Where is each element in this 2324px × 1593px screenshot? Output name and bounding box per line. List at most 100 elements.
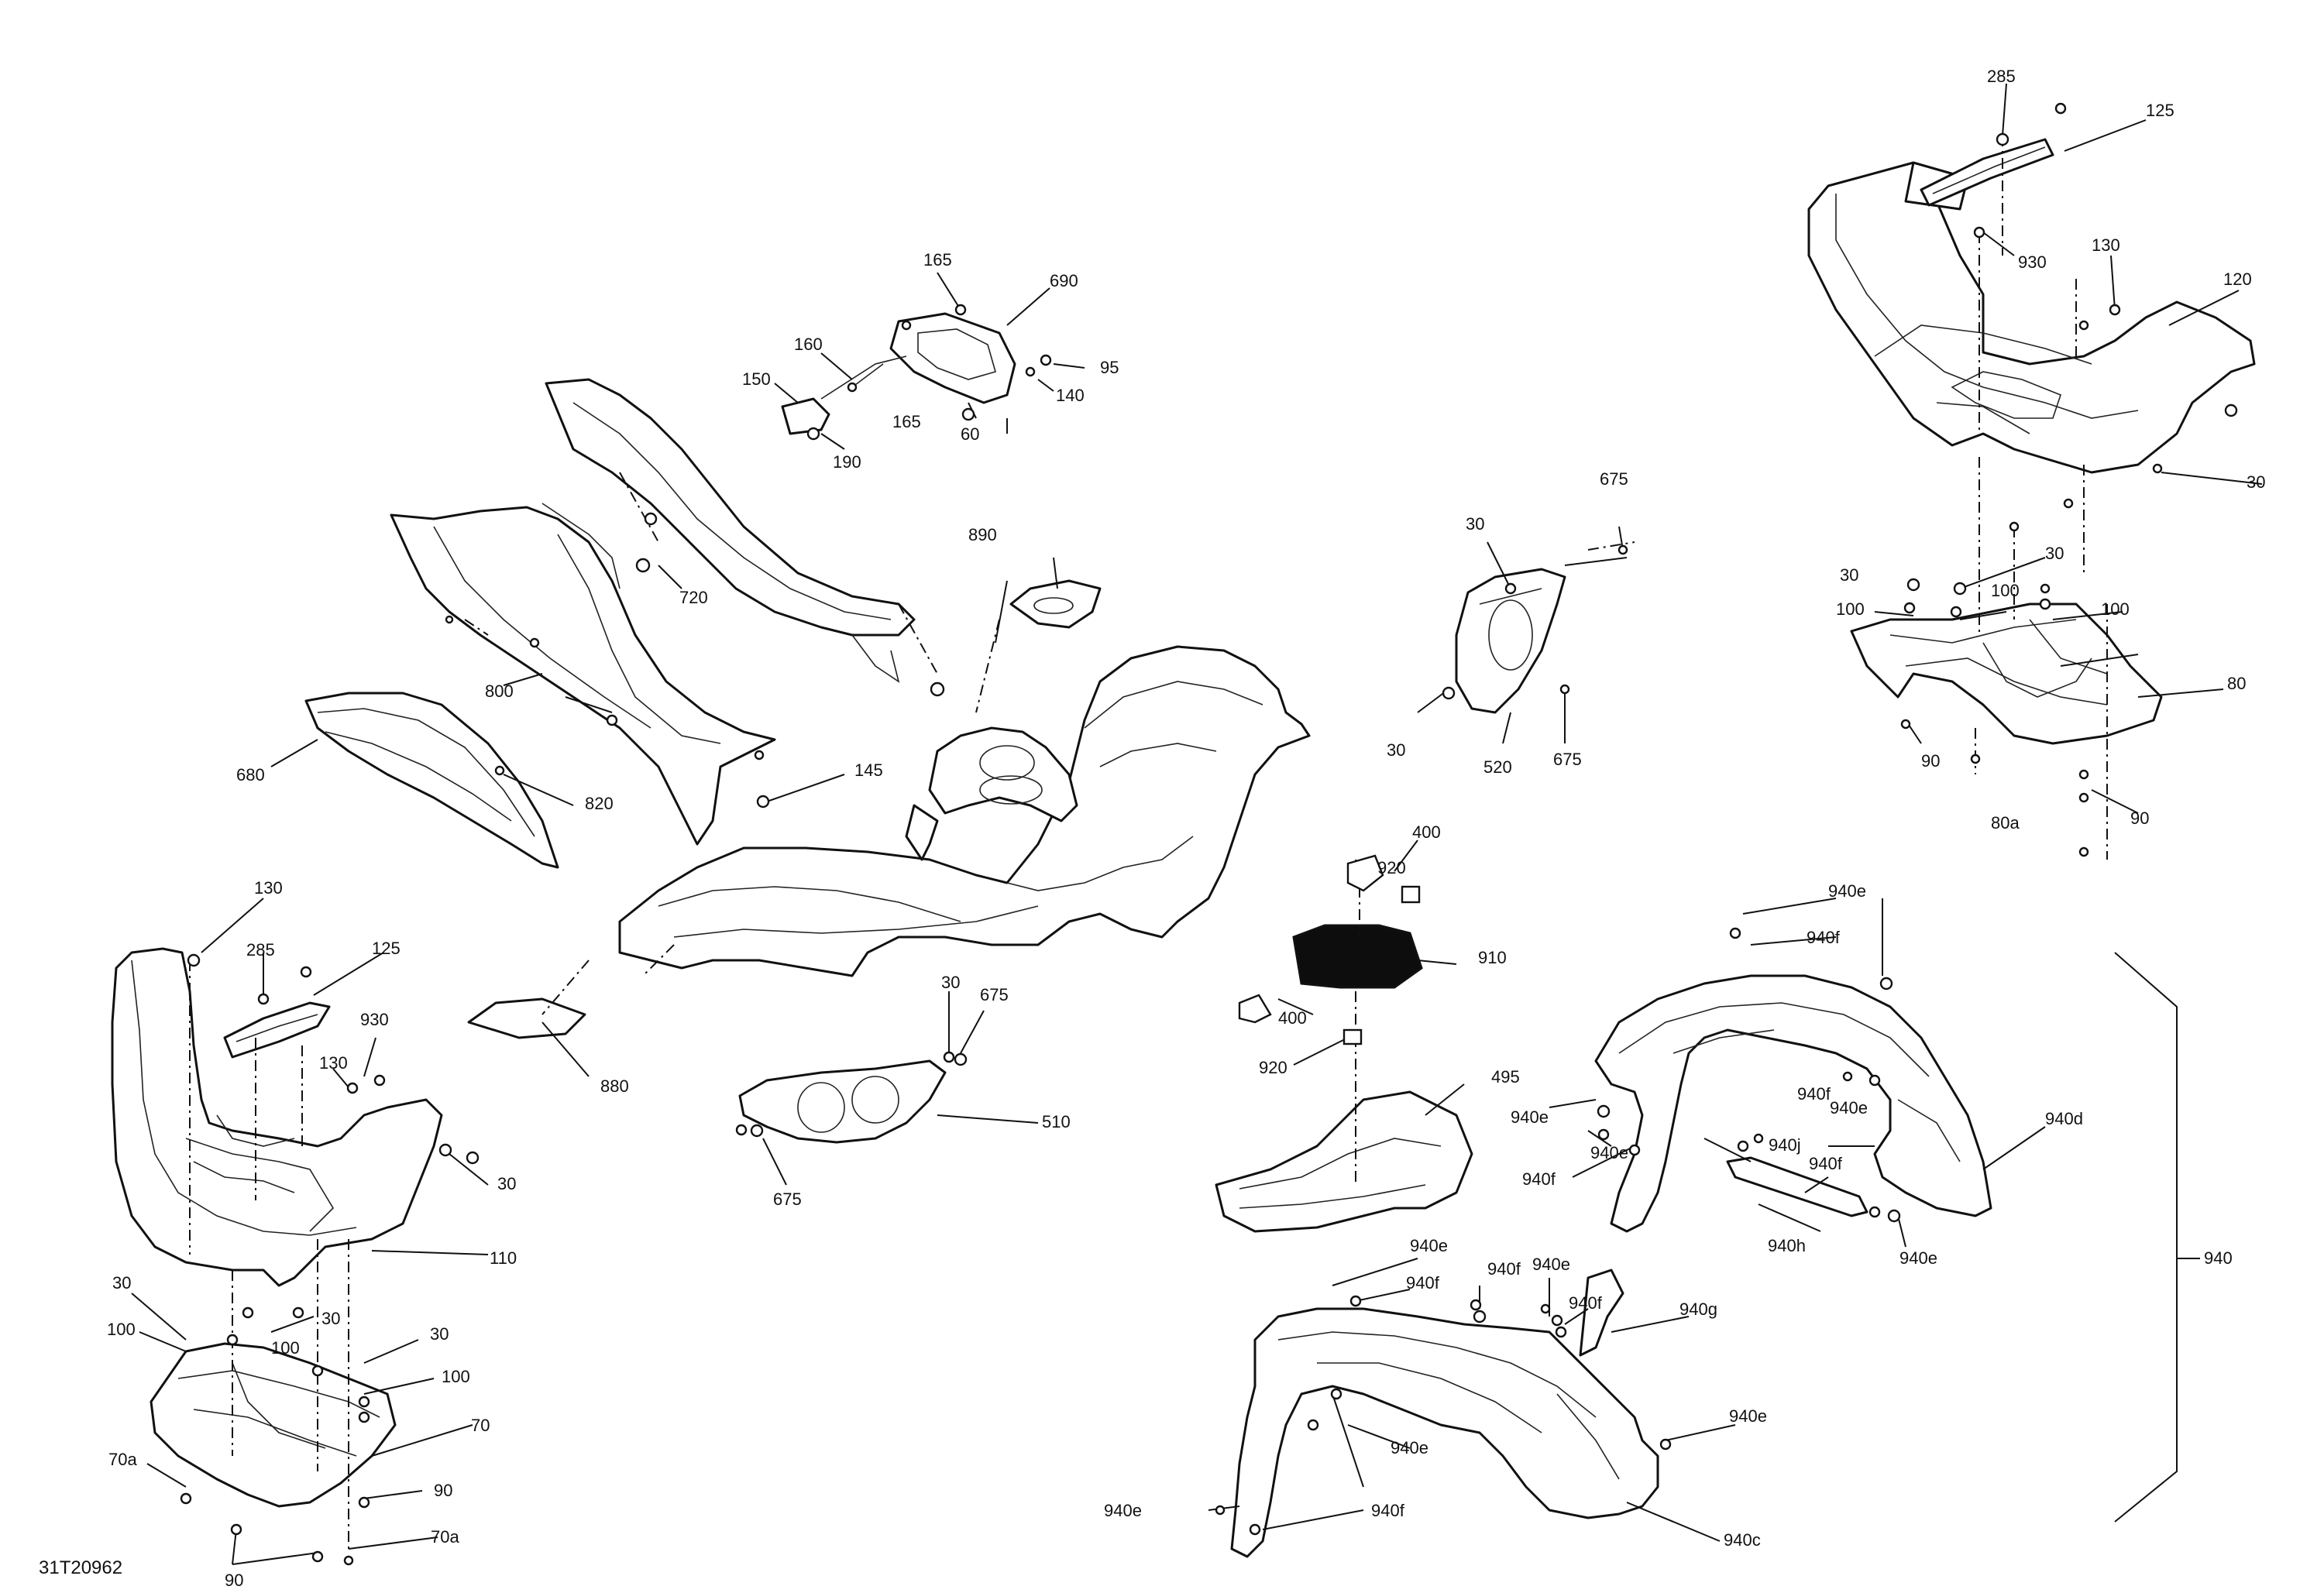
bolt-icon — [1953, 582, 1967, 596]
bolt-icon — [230, 1523, 242, 1536]
diagram-id-label: 31T20962 — [39, 1557, 122, 1578]
bolt-icon — [1906, 578, 1920, 592]
bolt-icon — [311, 1365, 324, 1377]
callout-label: 940e — [1511, 1107, 1549, 1127]
storage-tray-70 — [150, 1342, 397, 1508]
bolt-icon — [2078, 792, 2089, 803]
bolt-icon — [1879, 977, 1893, 990]
bolt-icon — [2040, 583, 2051, 594]
light-housing-520 — [1455, 568, 1566, 714]
step-plate-125-top — [1920, 138, 2054, 207]
bolt-icon — [1868, 1074, 1881, 1087]
bolt-icon — [1559, 684, 1570, 695]
callout-label: 400 — [1412, 822, 1441, 842]
bolt-icon — [806, 427, 820, 441]
light-housing-510 — [738, 1059, 947, 1144]
callout-label: 100 — [271, 1338, 300, 1358]
callout-label: 940f — [1487, 1259, 1521, 1279]
bolt-icon — [1597, 1104, 1611, 1118]
bolt-icon — [1540, 1303, 1551, 1314]
callout-label: 70a — [108, 1450, 137, 1469]
storage-tray-80 — [1850, 603, 2163, 745]
callout-label: 940e — [1391, 1438, 1428, 1457]
rear-rack-120 — [1807, 161, 2256, 474]
bolt-icon — [300, 966, 312, 978]
bolt-icon — [954, 1052, 968, 1066]
callout-label: 940h — [1768, 1236, 1806, 1255]
callout-label: 880 — [600, 1076, 629, 1096]
pad-890 — [1009, 579, 1102, 629]
bolt-icon — [242, 1306, 254, 1319]
bolt-icon — [187, 953, 201, 967]
bolt-icon — [1659, 1438, 1672, 1451]
callout-label: 100 — [2101, 599, 2130, 619]
bolt-icon — [1215, 1505, 1226, 1516]
bolt-icon — [2039, 598, 2051, 610]
callout-label: 30 — [941, 973, 960, 992]
callout-label: 90 — [225, 1571, 243, 1590]
callout-label: 30 — [1840, 565, 1858, 585]
bolt-icon — [644, 512, 658, 526]
callout-label: 940f — [1809, 1154, 1843, 1173]
callout-label: 720 — [679, 588, 708, 607]
side-panel-680 — [304, 692, 559, 869]
bolt-icon — [373, 1074, 386, 1087]
callout-labels: 285 125 930 130 120 30 30 100 30 100 100… — [39, 67, 2265, 1590]
bolt-icon — [1887, 1209, 1901, 1223]
pad-880 — [467, 997, 586, 1039]
bolt-icon — [754, 750, 765, 760]
callout-label: 30 — [430, 1324, 449, 1344]
callout-label: 940f — [1406, 1273, 1440, 1293]
callout-label: 130 — [319, 1053, 348, 1073]
callout-label: 60 — [961, 424, 979, 444]
callout-label: 100 — [1991, 581, 2020, 600]
bolt-icon — [494, 765, 505, 776]
tray-495 — [1215, 1090, 1473, 1233]
bolt-icon — [961, 407, 975, 421]
callout-label: 285 — [246, 940, 275, 960]
bolt-icon — [2054, 102, 2067, 115]
bolt-icon — [1470, 1299, 1482, 1311]
bolt-icon — [1618, 544, 1628, 555]
callout-label: 820 — [585, 794, 614, 813]
callout-label: 145 — [854, 760, 883, 780]
bolt-icon — [756, 795, 770, 809]
callout-label: 125 — [2146, 101, 2174, 120]
callout-label: 100 — [107, 1320, 136, 1339]
bolt-icon — [1628, 1144, 1641, 1156]
callout-label: 675 — [773, 1190, 802, 1209]
callout-label: 140 — [1056, 386, 1085, 405]
bolt-icon — [257, 993, 270, 1005]
bolt-icon — [1737, 1140, 1749, 1152]
bolt-icon — [438, 1143, 452, 1157]
bolt-icon — [1555, 1326, 1567, 1338]
bolt-icon — [1950, 606, 1962, 618]
bolt-icon — [346, 1082, 359, 1094]
callout-label: 940f — [1807, 928, 1841, 947]
callout-label: 930 — [2018, 252, 2047, 272]
bolt-icon — [1900, 719, 1911, 730]
callout-label: 30 — [497, 1174, 516, 1193]
rear-fender-940d — [1594, 974, 1992, 1233]
assembly-lines — [189, 136, 2108, 1549]
bolt-icon — [466, 1151, 480, 1165]
callout-label: 95 — [1100, 358, 1119, 377]
bolt-icon — [930, 681, 945, 697]
bolt-icon — [847, 382, 858, 393]
bolt-icon — [943, 1051, 955, 1063]
callout-label: 940e — [1532, 1255, 1570, 1274]
bolt-icon — [2224, 403, 2238, 417]
callout-label: 940e — [1899, 1248, 1937, 1268]
callout-label: 930 — [360, 1010, 389, 1029]
callout-label: 690 — [1050, 271, 1078, 290]
clip-icon — [1342, 1028, 1363, 1045]
bolt-icon — [635, 558, 651, 573]
bolt-icon — [343, 1555, 354, 1566]
callout-label: 110 — [490, 1248, 517, 1268]
callout-label: 125 — [372, 939, 401, 958]
callout-label: 940e — [1590, 1143, 1628, 1162]
bolt-icon — [1330, 1388, 1342, 1400]
bolt-icon — [1842, 1071, 1853, 1082]
callout-label: 940c — [1724, 1530, 1761, 1550]
callout-label: 80 — [2227, 674, 2246, 693]
